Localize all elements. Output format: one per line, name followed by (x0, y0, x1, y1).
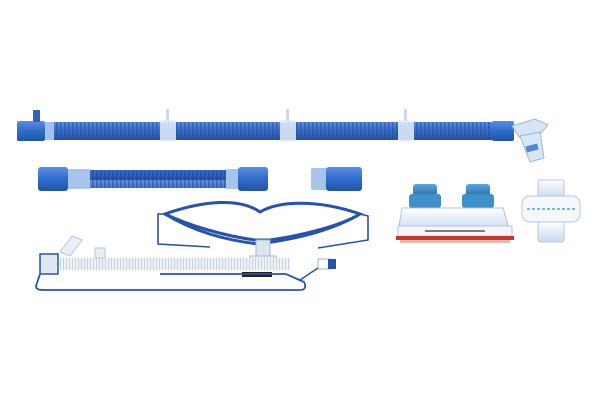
tube-connector-icon (311, 167, 362, 191)
nasal-cannula-monitoring-line-icon (35, 200, 369, 291)
water-chamber-humidifier-icon (396, 184, 514, 243)
long-corrugated-breathing-tube-icon (17, 109, 549, 163)
short-corrugated-tube-icon (38, 167, 268, 191)
hme-filter-icon (521, 179, 581, 243)
